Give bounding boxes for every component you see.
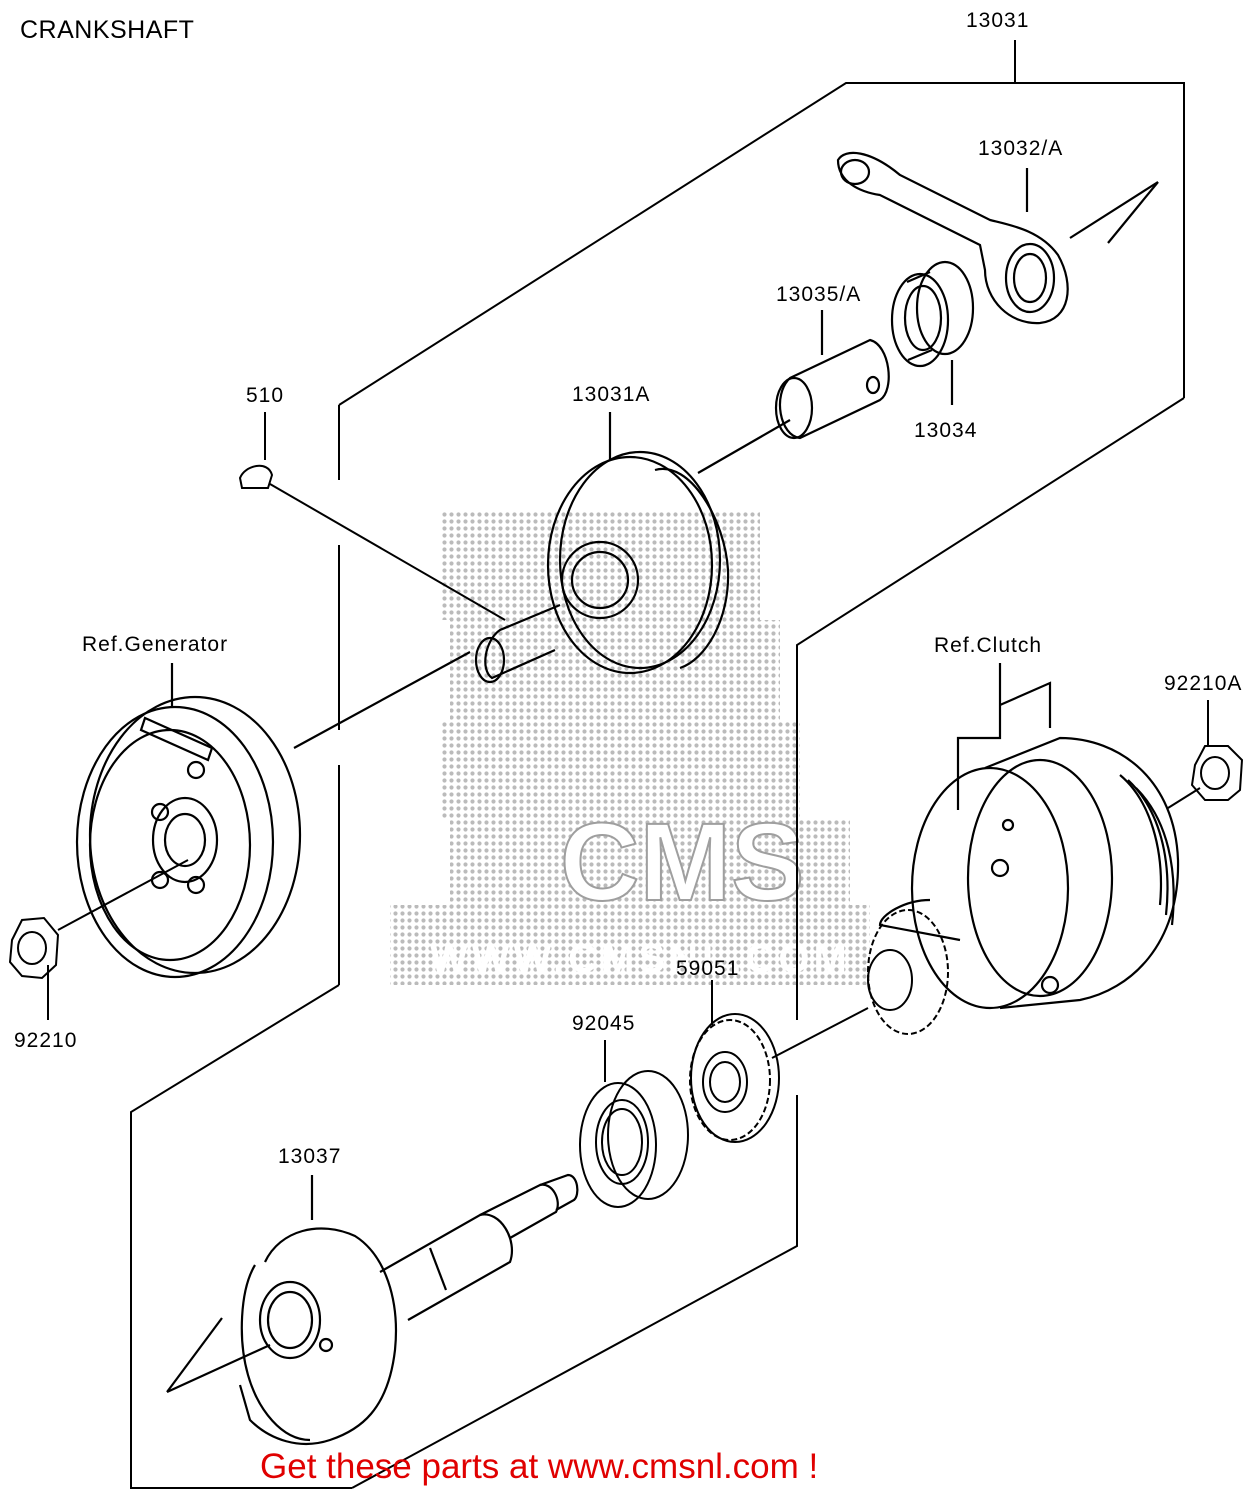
nut-right (1167, 700, 1244, 809)
watermark-logo-text: CMS (560, 801, 804, 924)
page-title: CRANKSHAFT (20, 16, 195, 44)
top-frame-line (338, 82, 1185, 406)
connecting-rod (836, 151, 1159, 325)
part-number-labels: 13031 13032/A 13035/A 13031A 13034 510 R… (14, 9, 1242, 1168)
nut-left (8, 859, 189, 1020)
footer-promo-link[interactable]: Get these parts at www.cmsnl.com ! (260, 1447, 819, 1486)
woodruff-key (238, 412, 506, 621)
frame-right-line (796, 397, 1185, 1020)
needle-bearing (890, 260, 975, 405)
crank-half-left (474, 412, 730, 684)
cms-watermark: CMS WWW.CMSNL.COM (390, 510, 870, 985)
bottom-frame-left (130, 984, 352, 1489)
label-92210A: 92210A (1164, 672, 1242, 695)
bottom-frame-right (351, 1095, 798, 1489)
watermark-url-text: WWW.CMSNL.COM (430, 937, 851, 981)
label-13035: 13035/A (776, 283, 861, 306)
assembly-frame (130, 40, 1185, 1489)
label-510: 510 (246, 384, 284, 407)
label-13031A: 13031A (572, 383, 650, 406)
crank-pin (697, 310, 890, 474)
label-59051: 59051 (676, 957, 739, 980)
label-92210: 92210 (14, 1029, 77, 1052)
label-92045: 92045 (572, 1012, 635, 1035)
crank-half-right (166, 1173, 579, 1445)
generator-rotor (75, 651, 471, 979)
label-ref-clutch: Ref.Clutch (934, 634, 1042, 657)
label-13037: 13037 (278, 1145, 341, 1168)
gear-59051 (689, 909, 949, 1143)
ball-bearing (579, 1040, 689, 1208)
label-13031: 13031 (966, 9, 1029, 32)
label-13034: 13034 (914, 419, 977, 442)
label-ref-generator: Ref.Generator (82, 633, 228, 656)
label-13032: 13032/A (978, 137, 1063, 160)
clutch-housing (878, 663, 1180, 1010)
